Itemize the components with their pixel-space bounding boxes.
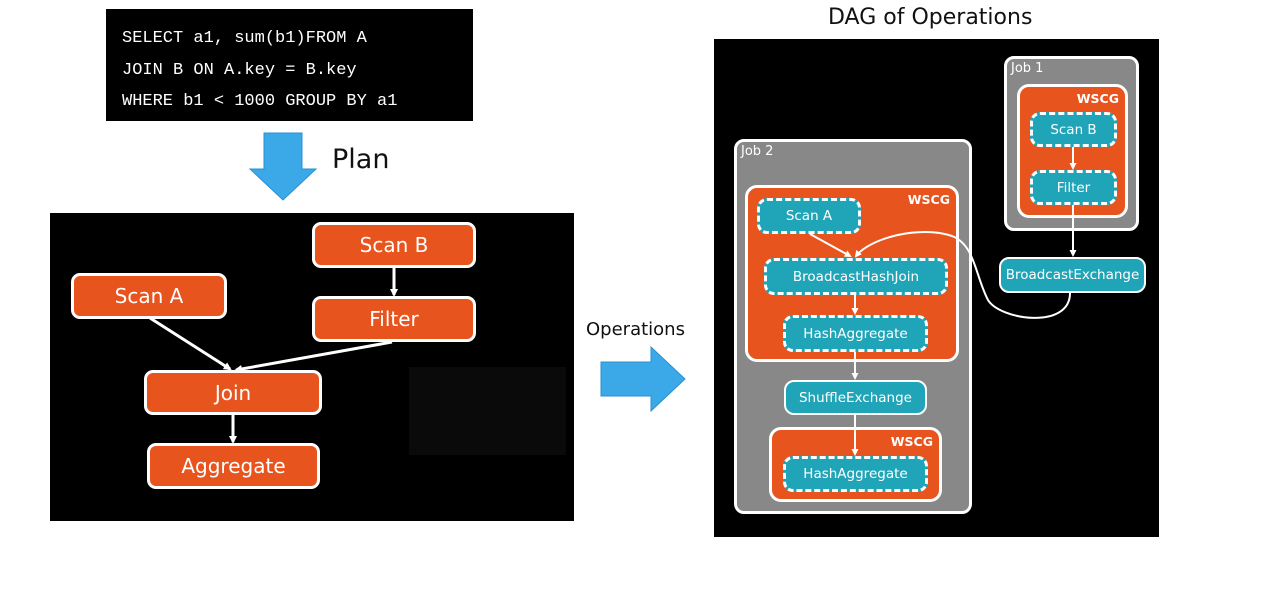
sql-query-box: SELECT a1, sum(b1)FROM A JOIN B ON A.key… (106, 9, 473, 121)
dag-node-hash-aggregate-1: HashAggregate (783, 315, 928, 352)
job-2-wscg-bottom-label: WSCG (890, 434, 933, 449)
job-1-label: Job 1 (1011, 61, 1044, 76)
plan-panel-shade (409, 367, 566, 455)
plan-label: Plan (332, 144, 390, 175)
plan-node-scan-a: Scan A (71, 273, 227, 319)
job-1-wscg-label: WSCG (1076, 91, 1119, 106)
job-2-label: Job 2 (741, 144, 774, 159)
plan-node-aggregate: Aggregate (147, 443, 320, 489)
operations-label: Operations (586, 319, 685, 340)
sql-line-2: JOIN B ON A.key = B.key (122, 60, 357, 80)
plan-node-filter: Filter (312, 296, 476, 342)
sql-line-3: WHERE b1 < 1000 GROUP BY a1 (122, 92, 398, 111)
operations-right-arrow-icon (600, 345, 686, 413)
dag-node-hash-aggregate-2: HashAggregate (783, 456, 928, 492)
plan-node-scan-b: Scan B (312, 222, 476, 268)
dag-node-broadcast-hash-join: BroadcastHashJoin (764, 258, 948, 295)
dag-title: DAG of Operations (828, 5, 1033, 30)
dag-node-scan-b: Scan B (1030, 112, 1117, 147)
dag-node-scan-a: Scan A (757, 198, 861, 234)
plan-down-arrow-icon (248, 132, 318, 201)
dag-node-broadcast-exchange: BroadcastExchange (999, 257, 1146, 293)
dag-node-shuffle-exchange: ShuffleExchange (784, 380, 927, 415)
dag-node-filter: Filter (1030, 170, 1117, 205)
job-2-wscg-top-label: WSCG (907, 192, 950, 207)
plan-node-join: Join (144, 370, 322, 415)
sql-line-1: SELECT a1, sum(b1)FROM A (122, 29, 367, 48)
